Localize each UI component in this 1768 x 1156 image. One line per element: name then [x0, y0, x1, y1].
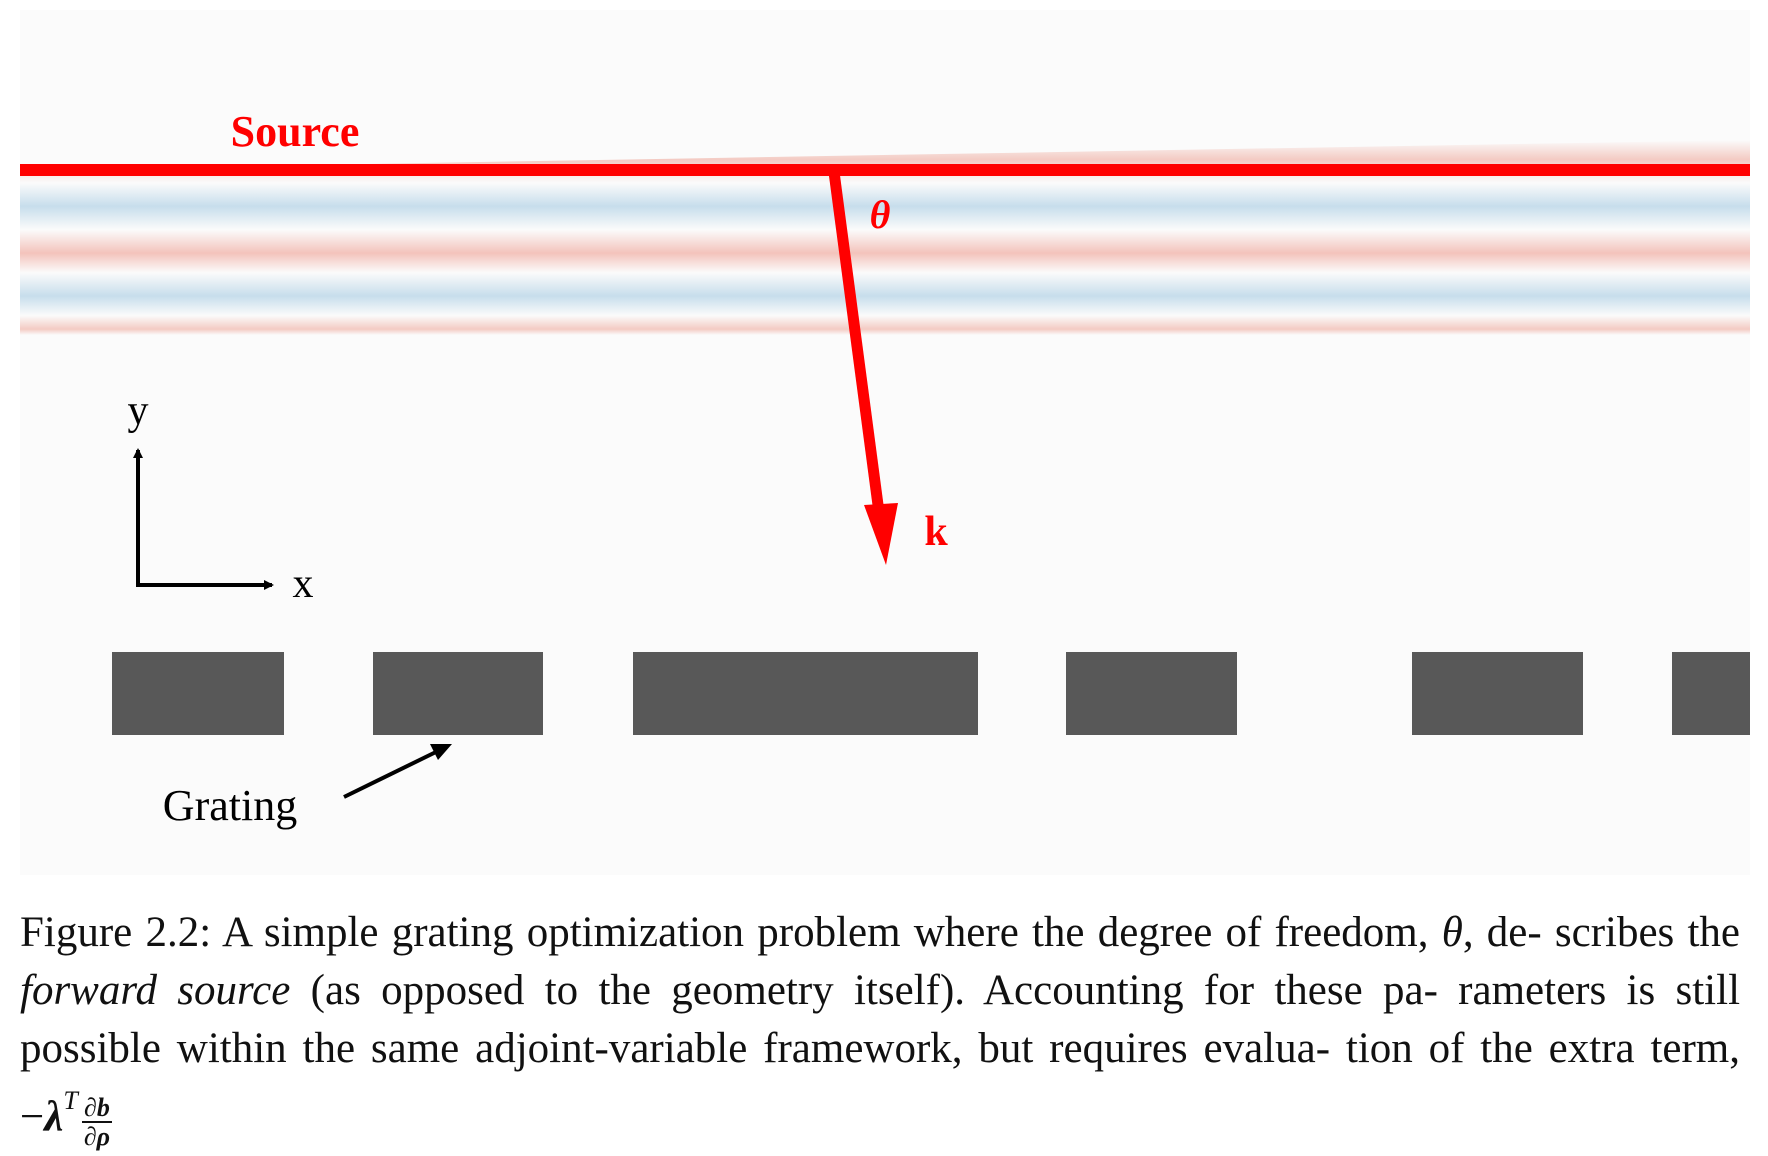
caption-theta: θ	[1441, 909, 1463, 956]
wave-field	[20, 140, 1750, 335]
caption-italic-phrase: forward source	[20, 967, 291, 1014]
grating-block	[1412, 652, 1583, 735]
x-axis-label: x	[293, 561, 314, 607]
fraction-numerator: ∂b	[81, 1094, 113, 1123]
y-axis-label: y	[128, 388, 149, 434]
caption-prefix: Figure 2.2: A simple grating optimizatio…	[20, 909, 1442, 956]
grating	[112, 652, 1750, 735]
grating-block	[373, 652, 543, 735]
k-vector-arrow	[828, 171, 898, 565]
caption-lambda: λ	[44, 1093, 64, 1141]
theta-label: θ	[870, 192, 891, 237]
grating-block	[1066, 652, 1237, 735]
source-line	[20, 164, 1750, 176]
grating-block	[1672, 652, 1750, 735]
fraction-denominator: ∂ρ	[83, 1121, 111, 1151]
caption-part2: , de- scribes the	[1462, 909, 1741, 956]
source-label: Source	[231, 107, 360, 156]
grating-pointer-arrow	[343, 744, 452, 799]
figure-caption: Figure 2.2: A simple grating optimizatio…	[20, 904, 1740, 1150]
grating-block	[633, 652, 978, 735]
caption-transpose: T	[63, 1086, 78, 1115]
caption-fraction: ∂b∂ρ	[81, 1094, 113, 1151]
caption-part3: (as opposed to the geometry itself). Acc…	[20, 967, 1741, 1141]
grating-block	[112, 652, 284, 735]
k-label: k	[924, 509, 948, 555]
coordinate-axes	[133, 448, 274, 590]
grating-label: Grating	[163, 781, 297, 830]
